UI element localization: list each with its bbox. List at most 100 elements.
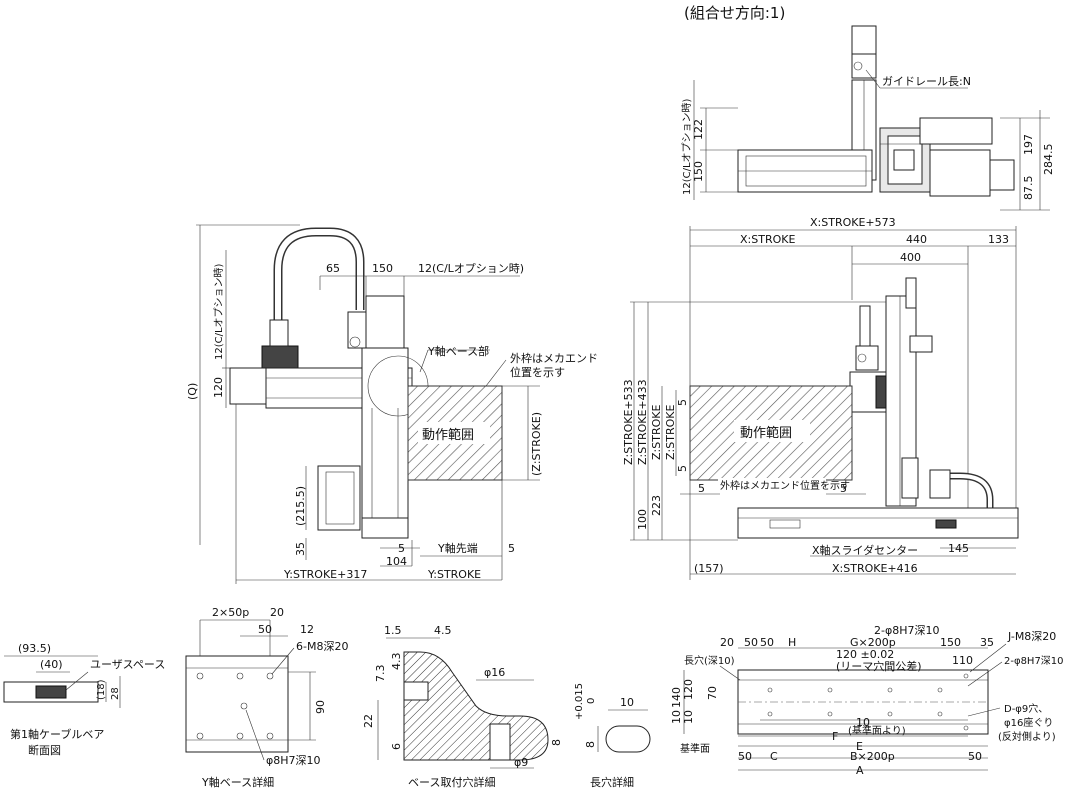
base-phi8-2b: 2-φ8H7深10 xyxy=(1004,655,1064,667)
dim-93-5: (93.5) xyxy=(18,642,51,655)
x-stroke-573: X:STROKE+573 xyxy=(810,216,896,229)
base-reamer: (リーマ穴間公差) xyxy=(836,659,922,673)
base-phi16-cb: φ16座ぐり xyxy=(1004,716,1053,729)
base-dim-120: 120 xyxy=(682,679,695,700)
base-j-m8: J-M8深20 xyxy=(1007,630,1056,643)
dim-4-3: 4.3 xyxy=(390,653,403,671)
base-g200p: G×200p xyxy=(850,636,896,649)
dim-5a: 5 xyxy=(398,542,405,555)
x-slider-center: X軸スライダセンター xyxy=(812,543,918,557)
dim-5b: 5 xyxy=(508,542,515,555)
left-operating-range: 動作範囲 xyxy=(422,428,474,443)
base-dim-35: 35 xyxy=(980,636,994,649)
base-dim-50b: 50 xyxy=(760,636,774,649)
y-tip-label: Y軸先端 xyxy=(437,541,478,555)
base-slot: 長穴(深10) xyxy=(684,654,735,667)
dim-122: 122 xyxy=(692,119,705,140)
base-dim-10a: 10 xyxy=(670,710,683,724)
dim-50-y: 50 xyxy=(258,623,272,636)
x-stroke-416: X:STROKE+416 xyxy=(832,562,918,575)
dim-133: 133 xyxy=(988,233,1009,246)
y-stroke-label: Y:STROKE xyxy=(427,568,481,581)
phi8-label: φ8H7深10 xyxy=(266,754,321,767)
base-opposite: (反対側より) xyxy=(998,730,1056,743)
right-outer-frame: 外枠はメカエンド位置を示す xyxy=(720,479,850,492)
dim-65: 65 xyxy=(326,262,340,275)
dim-5-right: 5 xyxy=(840,482,847,495)
dim-150: 150 xyxy=(692,161,705,182)
left-view: Y軸ベース部 外枠はメカエンド 位置を示す 動作範囲 (Z:STROKE) 65… xyxy=(186,224,598,584)
base-120-tol: 120 ±0.02 xyxy=(836,648,894,661)
dim-2x50p: 2×50p xyxy=(212,606,249,619)
dim-20-y: 20 xyxy=(270,606,284,619)
base-dim-h: H xyxy=(788,636,796,649)
base-d-phi9: D-φ9穴、 xyxy=(1004,702,1048,715)
m8-label: 6-M8深20 xyxy=(296,640,348,653)
base-hole-caption: ベース取付穴詳細 xyxy=(408,775,495,789)
dim-4-5: 4.5 xyxy=(434,624,452,637)
z-stroke-533: Z:STROKE+533 xyxy=(622,379,635,465)
dim-215-5: (215.5) xyxy=(294,486,307,526)
dim-5-mid: 5 xyxy=(676,465,689,472)
cable-section: (93.5) (40) ユーザスペース (18) 28 第1軸ケーブルベア 断面… xyxy=(3,642,165,757)
base-dim-150: 150 xyxy=(940,636,961,649)
base-dim-50d: 50 xyxy=(968,750,982,763)
base-dim-e: E xyxy=(856,740,863,753)
dim-100: 100 xyxy=(636,509,649,530)
base-dim-110: 110 xyxy=(952,654,973,667)
base-dim-10b: 10 xyxy=(682,710,695,724)
base-dim-10c: 10 xyxy=(856,716,870,729)
guide-rail-label: ガイドレール長:N xyxy=(882,75,971,88)
cable-caption-l1: 第1軸ケーブルベア xyxy=(10,727,104,741)
base-phi8-2: 2-φ8H7深10 xyxy=(874,624,940,637)
base-dim-c: C xyxy=(770,750,778,763)
dim-150-left: 150 xyxy=(372,262,393,275)
dim-145: 145 xyxy=(948,542,969,555)
dim-223: 223 xyxy=(650,495,663,516)
y-base-detail: 2×50p 20 50 12 6-M8深20 90 φ8H7深10 Y軸ベース詳… xyxy=(185,606,348,789)
top-view: (組合せ方向:1) ガイドレール長:N 122 150 12(C/Lオプション時… xyxy=(681,4,1055,211)
cable-caption-l2: 断面図 xyxy=(28,743,61,757)
phi9-label: φ9 xyxy=(514,756,528,769)
dim-284-5: 284.5 xyxy=(1042,144,1055,176)
dim-12-cl-side: 12(C/Lオプション時) xyxy=(213,263,225,360)
dim-104: 104 xyxy=(386,555,407,568)
slot-caption: 長穴詳細 xyxy=(590,775,634,789)
base-b200p: B×200p xyxy=(850,750,895,763)
base-dim-20: 20 xyxy=(720,636,734,649)
slot-dim-8: 8 xyxy=(584,741,597,748)
dim-5-top: 5 xyxy=(676,399,689,406)
dim-197: 197 xyxy=(1022,134,1035,155)
base-from-ref: (基準面より) xyxy=(848,724,906,737)
dim-28: 28 xyxy=(110,687,121,700)
left-z-stroke: (Z:STROKE) xyxy=(530,412,543,476)
y-base-caption: Y軸ベース詳細 xyxy=(201,775,274,789)
z-stroke-433: Z:STROKE+433 xyxy=(636,379,649,465)
dim-5-left: 5 xyxy=(698,482,705,495)
base-ref-face: 基準面 xyxy=(680,742,710,755)
base-dim-50a: 50 xyxy=(744,636,758,649)
dim-35-left: 35 xyxy=(294,542,307,556)
dim-87-5: 87.5 xyxy=(1022,176,1035,201)
base-hole-detail: 1.5 4.5 7.3 4.3 22 6 φ16 8 φ9 ベース取付穴詳細 xyxy=(362,624,563,789)
dim-157: (157) xyxy=(694,562,724,575)
dim-120: 120 xyxy=(212,377,225,398)
dim-12-cl-top: 12(C/Lオプション時) xyxy=(418,262,524,275)
base-dim-140: 140 xyxy=(670,687,683,708)
dim-6: 6 xyxy=(390,743,403,750)
dim-8: 8 xyxy=(550,739,563,746)
dim-22: 22 xyxy=(362,714,375,728)
dim-440: 440 xyxy=(906,233,927,246)
base-dim-a: A xyxy=(856,764,864,777)
x-stroke-top: X:STROKE xyxy=(740,233,795,246)
dim-7-3: 7.3 xyxy=(374,665,387,683)
slot-tol-lower: 0 xyxy=(586,698,597,704)
dim-90: 90 xyxy=(314,700,327,714)
z-stroke-a: Z:STROKE xyxy=(650,405,663,460)
dim-18: (18) xyxy=(96,679,107,700)
outer-frame-l1: 外枠はメカエンド xyxy=(510,351,598,365)
base-dim-70: 70 xyxy=(706,686,719,700)
dim-400: 400 xyxy=(900,251,921,264)
phi16-label: φ16 xyxy=(484,666,505,679)
